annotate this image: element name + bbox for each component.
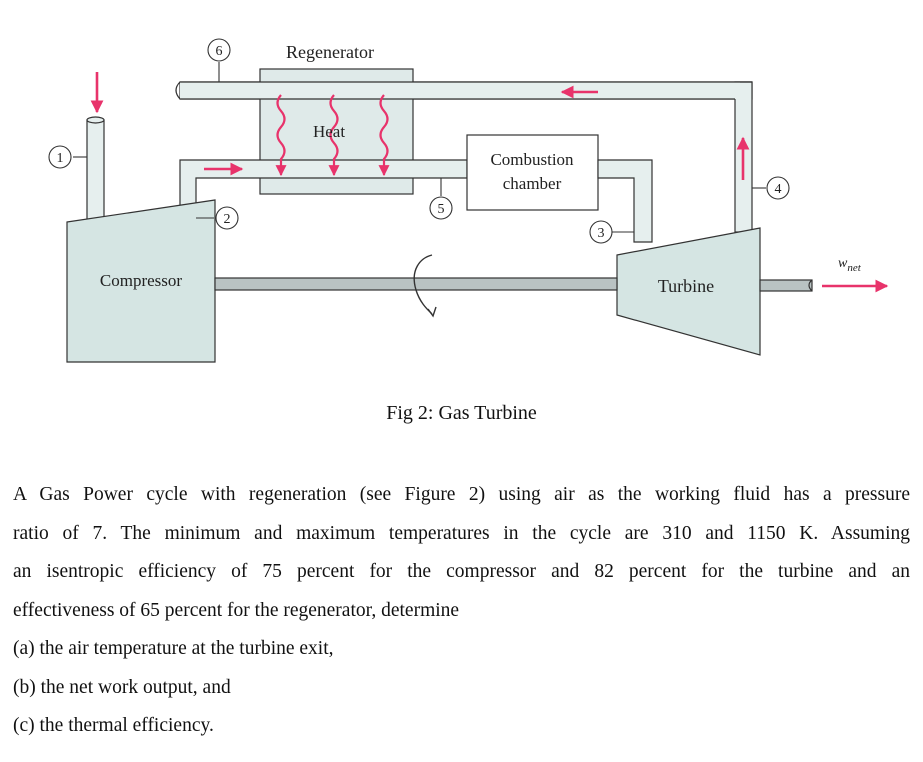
problem-line-2: ratio of 7. The minimum and maximum temp… xyxy=(13,522,910,544)
state-4-marker: 4 xyxy=(766,176,790,200)
wnet-label: wnet xyxy=(838,256,862,274)
compressor-label: Compressor xyxy=(100,271,183,290)
question-c: (c) the thermal efficiency. xyxy=(13,715,214,736)
svg-text:5: 5 xyxy=(438,202,445,217)
combustion-chamber: Combustion chamber xyxy=(466,134,599,211)
svg-text:1: 1 xyxy=(57,151,64,166)
state-markers xyxy=(73,62,766,233)
figure-caption: Fig 2: Gas Turbine xyxy=(386,402,537,424)
turbine-inlet-pipe xyxy=(597,159,653,243)
svg-text:4: 4 xyxy=(775,182,782,197)
problem-statement: A Gas Power cycle with regeneration (see… xyxy=(13,476,910,746)
question-b: (b) the net work output, and xyxy=(13,676,231,698)
problem-line-1: A Gas Power cycle with regeneration (see… xyxy=(13,484,910,505)
shaft xyxy=(214,254,813,318)
combustion-label-1: Combustion xyxy=(490,150,574,169)
gas-turbine-diagram: Combustion chamber Compressor Turbine He… xyxy=(48,38,889,363)
problem-line-3: an isentropic efficiency of 75 percent f… xyxy=(13,561,910,582)
compressor-inlet-pipe xyxy=(86,116,105,226)
compressor: Compressor xyxy=(66,199,216,363)
question-a: (a) the air temperature at the turbine e… xyxy=(13,638,334,659)
svg-text:2: 2 xyxy=(224,212,231,227)
turbine: Turbine xyxy=(616,227,761,356)
flow-arrows xyxy=(90,72,889,293)
state-5-marker: 5 xyxy=(429,196,453,220)
state-3-marker: 3 xyxy=(589,220,613,244)
problem-line-4: effectiveness of 65 percent for the rege… xyxy=(13,599,460,621)
state-2-marker: 2 xyxy=(215,206,239,230)
heat-label: Heat xyxy=(313,122,345,141)
svg-text:3: 3 xyxy=(598,226,605,241)
state-circles: 1 2 3 4 5 6 xyxy=(48,38,790,244)
state-6-marker: 6 xyxy=(207,38,231,62)
combustion-label-2: chamber xyxy=(503,174,562,193)
svg-text:6: 6 xyxy=(216,44,223,59)
state-1-marker: 1 xyxy=(48,145,72,169)
regenerator-label: Regenerator xyxy=(286,42,374,62)
heat-arrows xyxy=(275,94,390,177)
turbine-label: Turbine xyxy=(658,276,714,296)
